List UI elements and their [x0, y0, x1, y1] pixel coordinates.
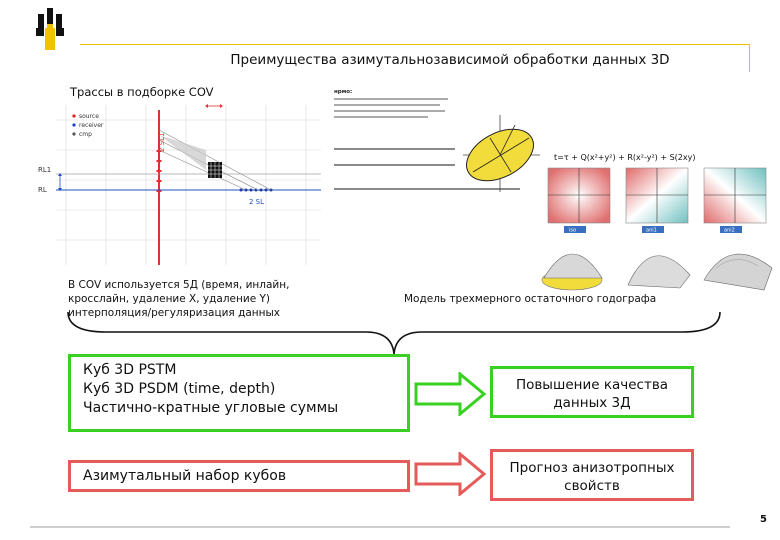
green-arrow-icon	[414, 372, 486, 416]
azimuth-ellipse-figure	[463, 115, 540, 192]
label-rl1: RL1	[38, 166, 51, 174]
formula-block: нрмо:	[334, 89, 520, 190]
label-sl1: 2 SL1	[158, 133, 166, 152]
footer-divider	[30, 526, 730, 528]
cov-note-line-2: кросслайн, удаление X, удаление Y)	[68, 293, 270, 305]
input-line-psdm: Куб 3D PSDM (time, depth)	[83, 381, 276, 397]
page-title: Преимущества азимутальнозависимой обрабо…	[230, 52, 670, 68]
model-note: Модель трехмерного остаточного годографа	[404, 293, 657, 305]
legend-receiver: receiver	[79, 122, 104, 129]
panel-label-ani1: ani1	[646, 228, 657, 234]
company-logo-icon	[36, 8, 64, 50]
input-cubes-box: Куб 3D PSTM Куб 3D PSDM (time, depth) Ча…	[68, 354, 410, 432]
legend-cmp: cmp	[79, 131, 92, 138]
quality-improvement-label: Повышение качества данных 3Д	[515, 377, 669, 411]
formula-row: t=τ + Q(x²+y²) + R(x²-y²) + S(2xy)	[554, 153, 695, 162]
anisotropy-forecast-label: Прогноз анизотропных свойств	[509, 460, 675, 494]
cov-note-line-3: интерполяция/регуляризация данных	[68, 307, 281, 319]
cov-figure: source receiver cmp RL1 RL 2 SL 2 SL1	[38, 104, 321, 265]
azimuthal-cubes-label: Азимутальный набор кубов	[83, 468, 287, 484]
input-line-angle-stacks: Частично-кратные угловые суммы	[83, 400, 339, 416]
panel-label-iso: iso	[569, 228, 576, 234]
title-frame	[80, 44, 750, 72]
quality-improvement-box: Повышение качества данных 3Д	[490, 366, 694, 418]
input-line-pstm: Куб 3D PSTM	[83, 362, 177, 378]
legend-source: source	[79, 113, 99, 120]
formula-title: нрмо:	[334, 89, 352, 95]
anisotropy-forecast-box: Прогноз анизотропных свойств	[490, 449, 694, 501]
cov-note: В COV используется 5Д (время, инлайн, кр…	[68, 278, 358, 320]
page-number: 5	[760, 514, 767, 525]
grouping-brace	[67, 311, 721, 355]
cov-caption: Трассы в подборке COV	[70, 85, 214, 99]
red-arrow-icon	[414, 452, 486, 496]
panel-label-ani2: ani2	[724, 228, 735, 234]
label-sl: 2 SL	[249, 198, 264, 206]
cov-note-line-1: В COV используется 5Д (время, инлайн,	[68, 279, 290, 291]
azimuthal-cubes-box: Азимутальный набор кубов	[68, 460, 410, 492]
label-rl: RL	[38, 186, 47, 194]
residual-moveout-figure: t=τ + Q(x²+y²) + R(x²-y²) + S(2xy) iso	[541, 153, 773, 291]
